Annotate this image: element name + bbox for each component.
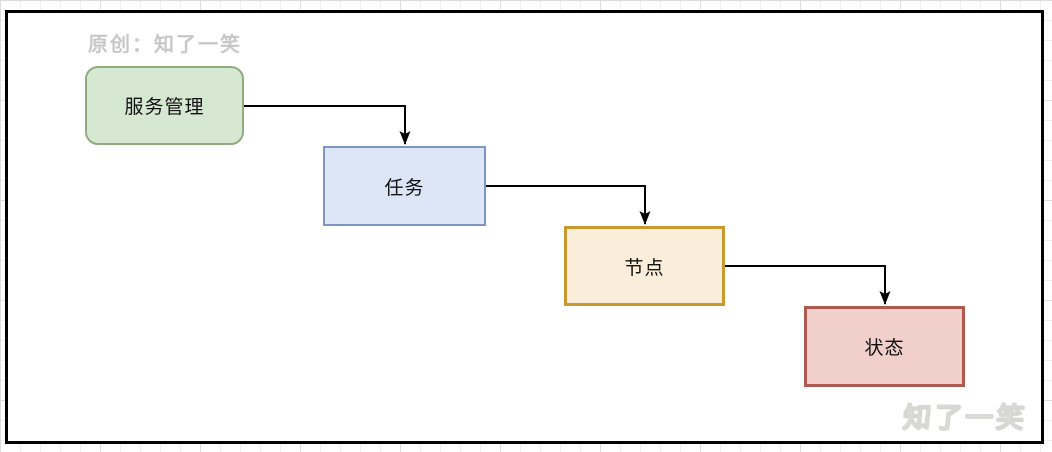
node-label: 服务管理 <box>124 97 205 118</box>
node-label: 状态 <box>864 338 905 359</box>
node-service-management: 服务管理 <box>85 66 244 145</box>
node-task: 任务 <box>323 146 486 226</box>
watermark-bottom-right: 知了一笑 <box>901 402 1029 434</box>
node-label: 任务 <box>384 177 425 199</box>
watermark-top-left: 原创：知了一笑 <box>88 34 242 56</box>
node-node: 节点 <box>564 226 725 306</box>
node-status: 状态 <box>804 306 965 387</box>
node-label: 节点 <box>624 257 665 279</box>
